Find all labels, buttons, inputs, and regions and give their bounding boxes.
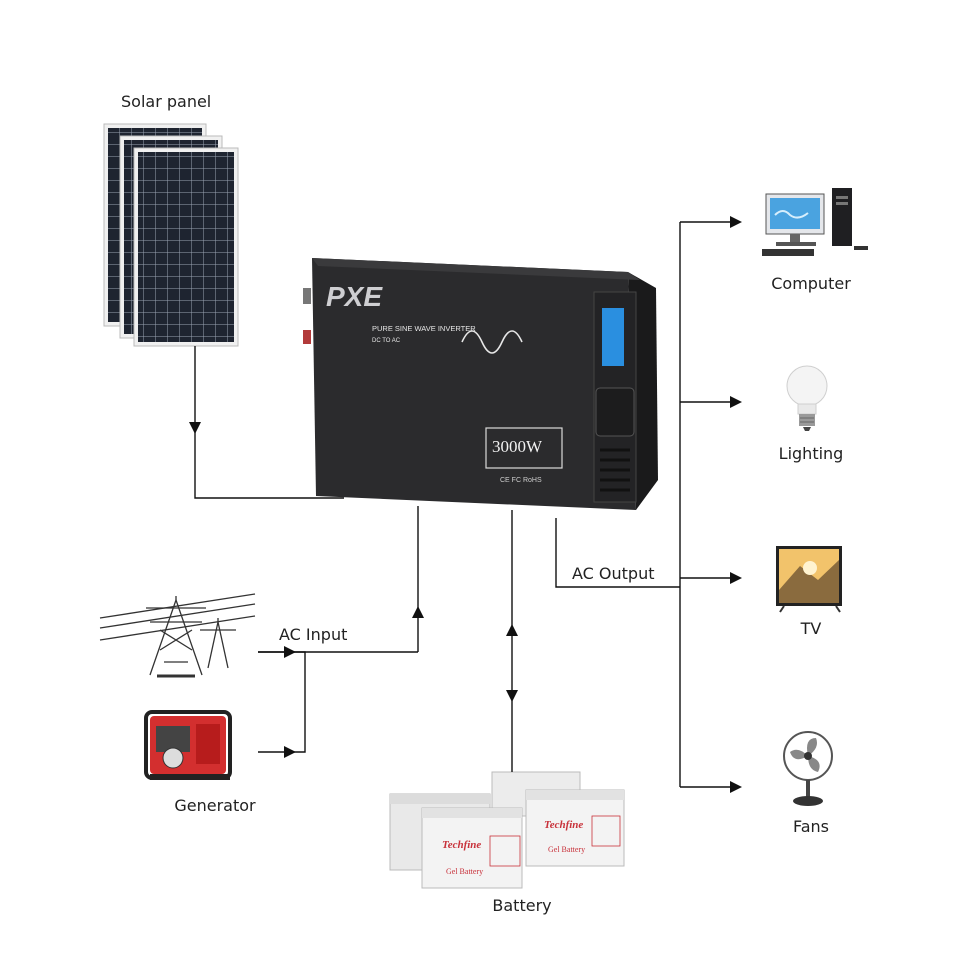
inverter-brand: PXE xyxy=(326,281,383,312)
label-lighting: Lighting xyxy=(778,444,844,463)
label-ac-input: AC Input xyxy=(279,625,348,644)
battery-brand-2: Techfine xyxy=(544,819,583,831)
ac-socket xyxy=(595,387,635,437)
fan-icon xyxy=(783,731,833,806)
inverter-device: PXE PURE SINE WAVE INVERTER DC TO AC 300… xyxy=(303,258,658,510)
label-battery: Battery xyxy=(492,896,552,915)
solar-panel-icon xyxy=(103,123,239,347)
battery-type: Gel Battery xyxy=(446,867,483,876)
inverter-certs: CE FC RoHS xyxy=(500,477,542,484)
generator-icon xyxy=(144,710,232,780)
tv-icon xyxy=(776,546,842,613)
battery-icon: Techfine Gel Battery Techfine Gel Batter… xyxy=(389,771,625,889)
light-bulb-icon xyxy=(786,365,828,431)
lcd-screen xyxy=(602,308,624,366)
inverter-subtitle2: DC TO AC xyxy=(372,338,401,344)
label-fans: Fans xyxy=(792,817,830,836)
battery-type-2: Gel Battery xyxy=(548,845,585,854)
label-tv: TV xyxy=(800,619,822,638)
connection-lines xyxy=(189,216,742,793)
label-solar-panel: Solar panel xyxy=(121,92,212,111)
battery-brand: Techfine xyxy=(442,839,481,851)
inverter-subtitle: PURE SINE WAVE INVERTER xyxy=(372,324,476,333)
label-ac-output: AC Output xyxy=(572,564,655,583)
computer-icon xyxy=(762,188,868,256)
power-tower-icon xyxy=(99,593,256,678)
inverter-power-label: 3000W xyxy=(492,437,543,456)
sine-wave-icon xyxy=(461,330,523,354)
label-generator: Generator xyxy=(174,796,256,815)
label-computer: Computer xyxy=(771,274,851,293)
